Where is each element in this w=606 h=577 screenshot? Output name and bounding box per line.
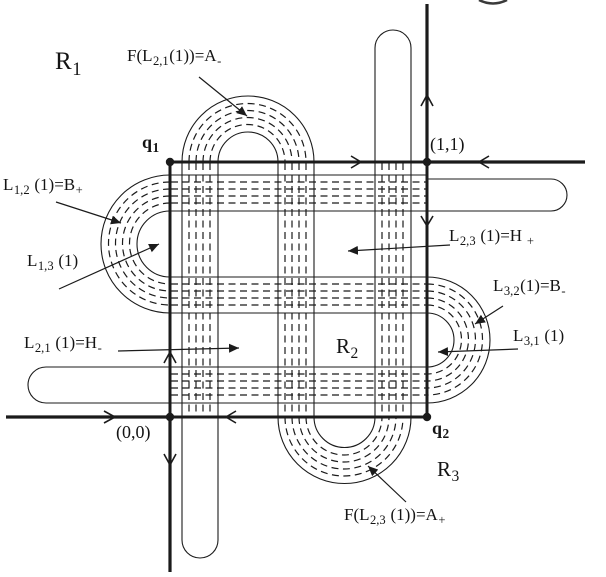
- pointer-l32: [474, 305, 504, 325]
- label-corner-1-1: (1,1): [430, 134, 465, 154]
- label-F-L21-A-minus: F(L2,1(1))=A-: [127, 46, 222, 69]
- dot-q2: [422, 412, 432, 422]
- label-L31: L3,1 (1): [513, 326, 565, 349]
- loop-top-inner-arc: [217, 131, 279, 163]
- arrow-left-icon: [224, 410, 237, 424]
- label-region-R2: R2: [336, 334, 359, 363]
- finger-left: [27, 366, 169, 404]
- loop-left-dashed-arcs: [107, 181, 171, 306]
- pointer-f-l21: [198, 76, 248, 117]
- arrow-left-icon: [477, 155, 490, 169]
- corner-dots: [165, 157, 432, 422]
- direction-arrows: [103, 93, 490, 467]
- loop-top-dashed-arcs: [188, 102, 307, 163]
- loop-top-outer-arc: [181, 95, 315, 163]
- label-L32-B-minus: L3,2(1)=B-: [493, 276, 566, 299]
- label-L12-B-plus: L1,2 (1)=B+: [3, 175, 83, 198]
- label-F-L23-A-plus: F(L2,3 (1))=A+: [344, 505, 446, 528]
- label-pointers: [55, 76, 519, 503]
- label-L23-H-plus: L2,3 (1)=H +: [449, 226, 534, 249]
- arrow-up-icon: [420, 93, 434, 107]
- strip-solid-lines: [170, 162, 427, 417]
- pointer-l12: [55, 201, 122, 225]
- loop-bottom-inner-arc: [313, 416, 376, 448]
- pointer-l13: [58, 243, 160, 290]
- pointer-l21: [117, 343, 240, 353]
- loop-left-inner-arc: [136, 210, 171, 278]
- arrow-right-icon: [350, 155, 363, 169]
- finger-top: [374, 29, 412, 161]
- loop-left: [100, 174, 171, 314]
- finger-bottom: [181, 418, 219, 559]
- arrow-right-icon: [103, 410, 117, 424]
- finger-right: [428, 178, 568, 212]
- label-region-R1: R1: [55, 48, 82, 81]
- loop-right-dashed-arcs: [426, 283, 484, 396]
- label-q1: q1: [142, 132, 160, 156]
- arrow-down-icon: [163, 453, 177, 467]
- pointer-f-l23: [367, 465, 407, 503]
- pointer-l31: [437, 347, 519, 357]
- cropped-circle-artifact: [478, 0, 508, 5]
- loop-right: [426, 276, 491, 404]
- label-L21-H-minus: L2,1 (1)=H-: [24, 333, 102, 356]
- label-q2: q2: [432, 418, 450, 442]
- loop-right-outer-arc: [426, 276, 491, 404]
- dot-q1: [165, 157, 175, 167]
- loop-bottom: [277, 416, 412, 484]
- loop-bottom-outer-arc: [277, 416, 412, 484]
- arrow-up-icon: [163, 350, 177, 364]
- loop-left-outer-arc: [100, 174, 171, 314]
- pointer-l23: [347, 244, 451, 255]
- axes: [6, 4, 585, 572]
- loop-top: [181, 95, 315, 163]
- loop-bottom-dashed-arcs: [284, 416, 404, 477]
- dot-11: [422, 157, 432, 167]
- dot-00: [165, 412, 175, 422]
- label-corner-0-0: (0,0): [116, 422, 151, 442]
- label-region-R3: R3: [437, 457, 460, 486]
- label-L13: L1,3 (1): [27, 251, 79, 274]
- strip-dashed-lines: [171, 163, 426, 416]
- arrow-down-icon: [420, 215, 434, 228]
- loop-right-inner-arc: [426, 312, 455, 368]
- tube-end-caps: [27, 29, 568, 559]
